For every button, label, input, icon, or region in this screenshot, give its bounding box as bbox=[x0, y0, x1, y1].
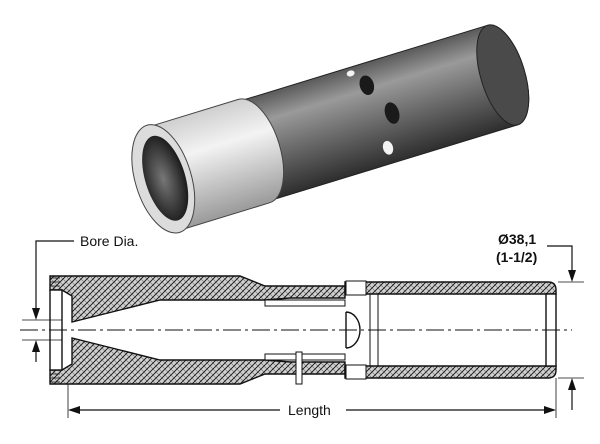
air-hole bbox=[346, 70, 355, 77]
upper-tube-wall bbox=[344, 281, 557, 295]
air-hole-section bbox=[345, 280, 367, 296]
inner-sleeve-lower bbox=[264, 353, 346, 361]
air-hole bbox=[382, 140, 394, 155]
air-hole bbox=[384, 102, 400, 124]
upper-wall-venturi bbox=[49, 275, 346, 323]
diameter-metric-label: Ø38,1 bbox=[498, 231, 536, 247]
lower-tube-wall bbox=[344, 365, 557, 379]
diameter-leader bbox=[547, 245, 573, 272]
bore-opening bbox=[142, 135, 189, 221]
diameter-imperial-label: (1-1/2) bbox=[496, 249, 537, 265]
length-label: Length bbox=[288, 402, 331, 418]
lower-wall-venturi bbox=[49, 337, 346, 385]
nozzle-section-view: Bore Dia. Ø38,1 (1-1/2) Length bbox=[20, 231, 584, 418]
inner-sleeve-upper bbox=[264, 299, 346, 307]
bore-dia-label: Bore Dia. bbox=[80, 233, 138, 249]
air-hole bbox=[359, 75, 375, 96]
diameter-arrow-bottom bbox=[568, 378, 576, 390]
length-arrow-right bbox=[544, 406, 556, 414]
air-hole-section bbox=[295, 351, 303, 385]
diameter-arrow-top bbox=[568, 270, 576, 282]
air-hole-section bbox=[345, 364, 367, 380]
nozzle-3d-view bbox=[131, 24, 530, 234]
bore-dia-leader bbox=[35, 240, 74, 316]
length-arrow-left bbox=[68, 406, 80, 414]
bore-dia-arrow-top bbox=[32, 308, 40, 320]
bore-dia-arrow-bottom bbox=[32, 340, 40, 352]
tube-end-cap bbox=[476, 24, 530, 126]
thread-lines bbox=[50, 277, 60, 383]
